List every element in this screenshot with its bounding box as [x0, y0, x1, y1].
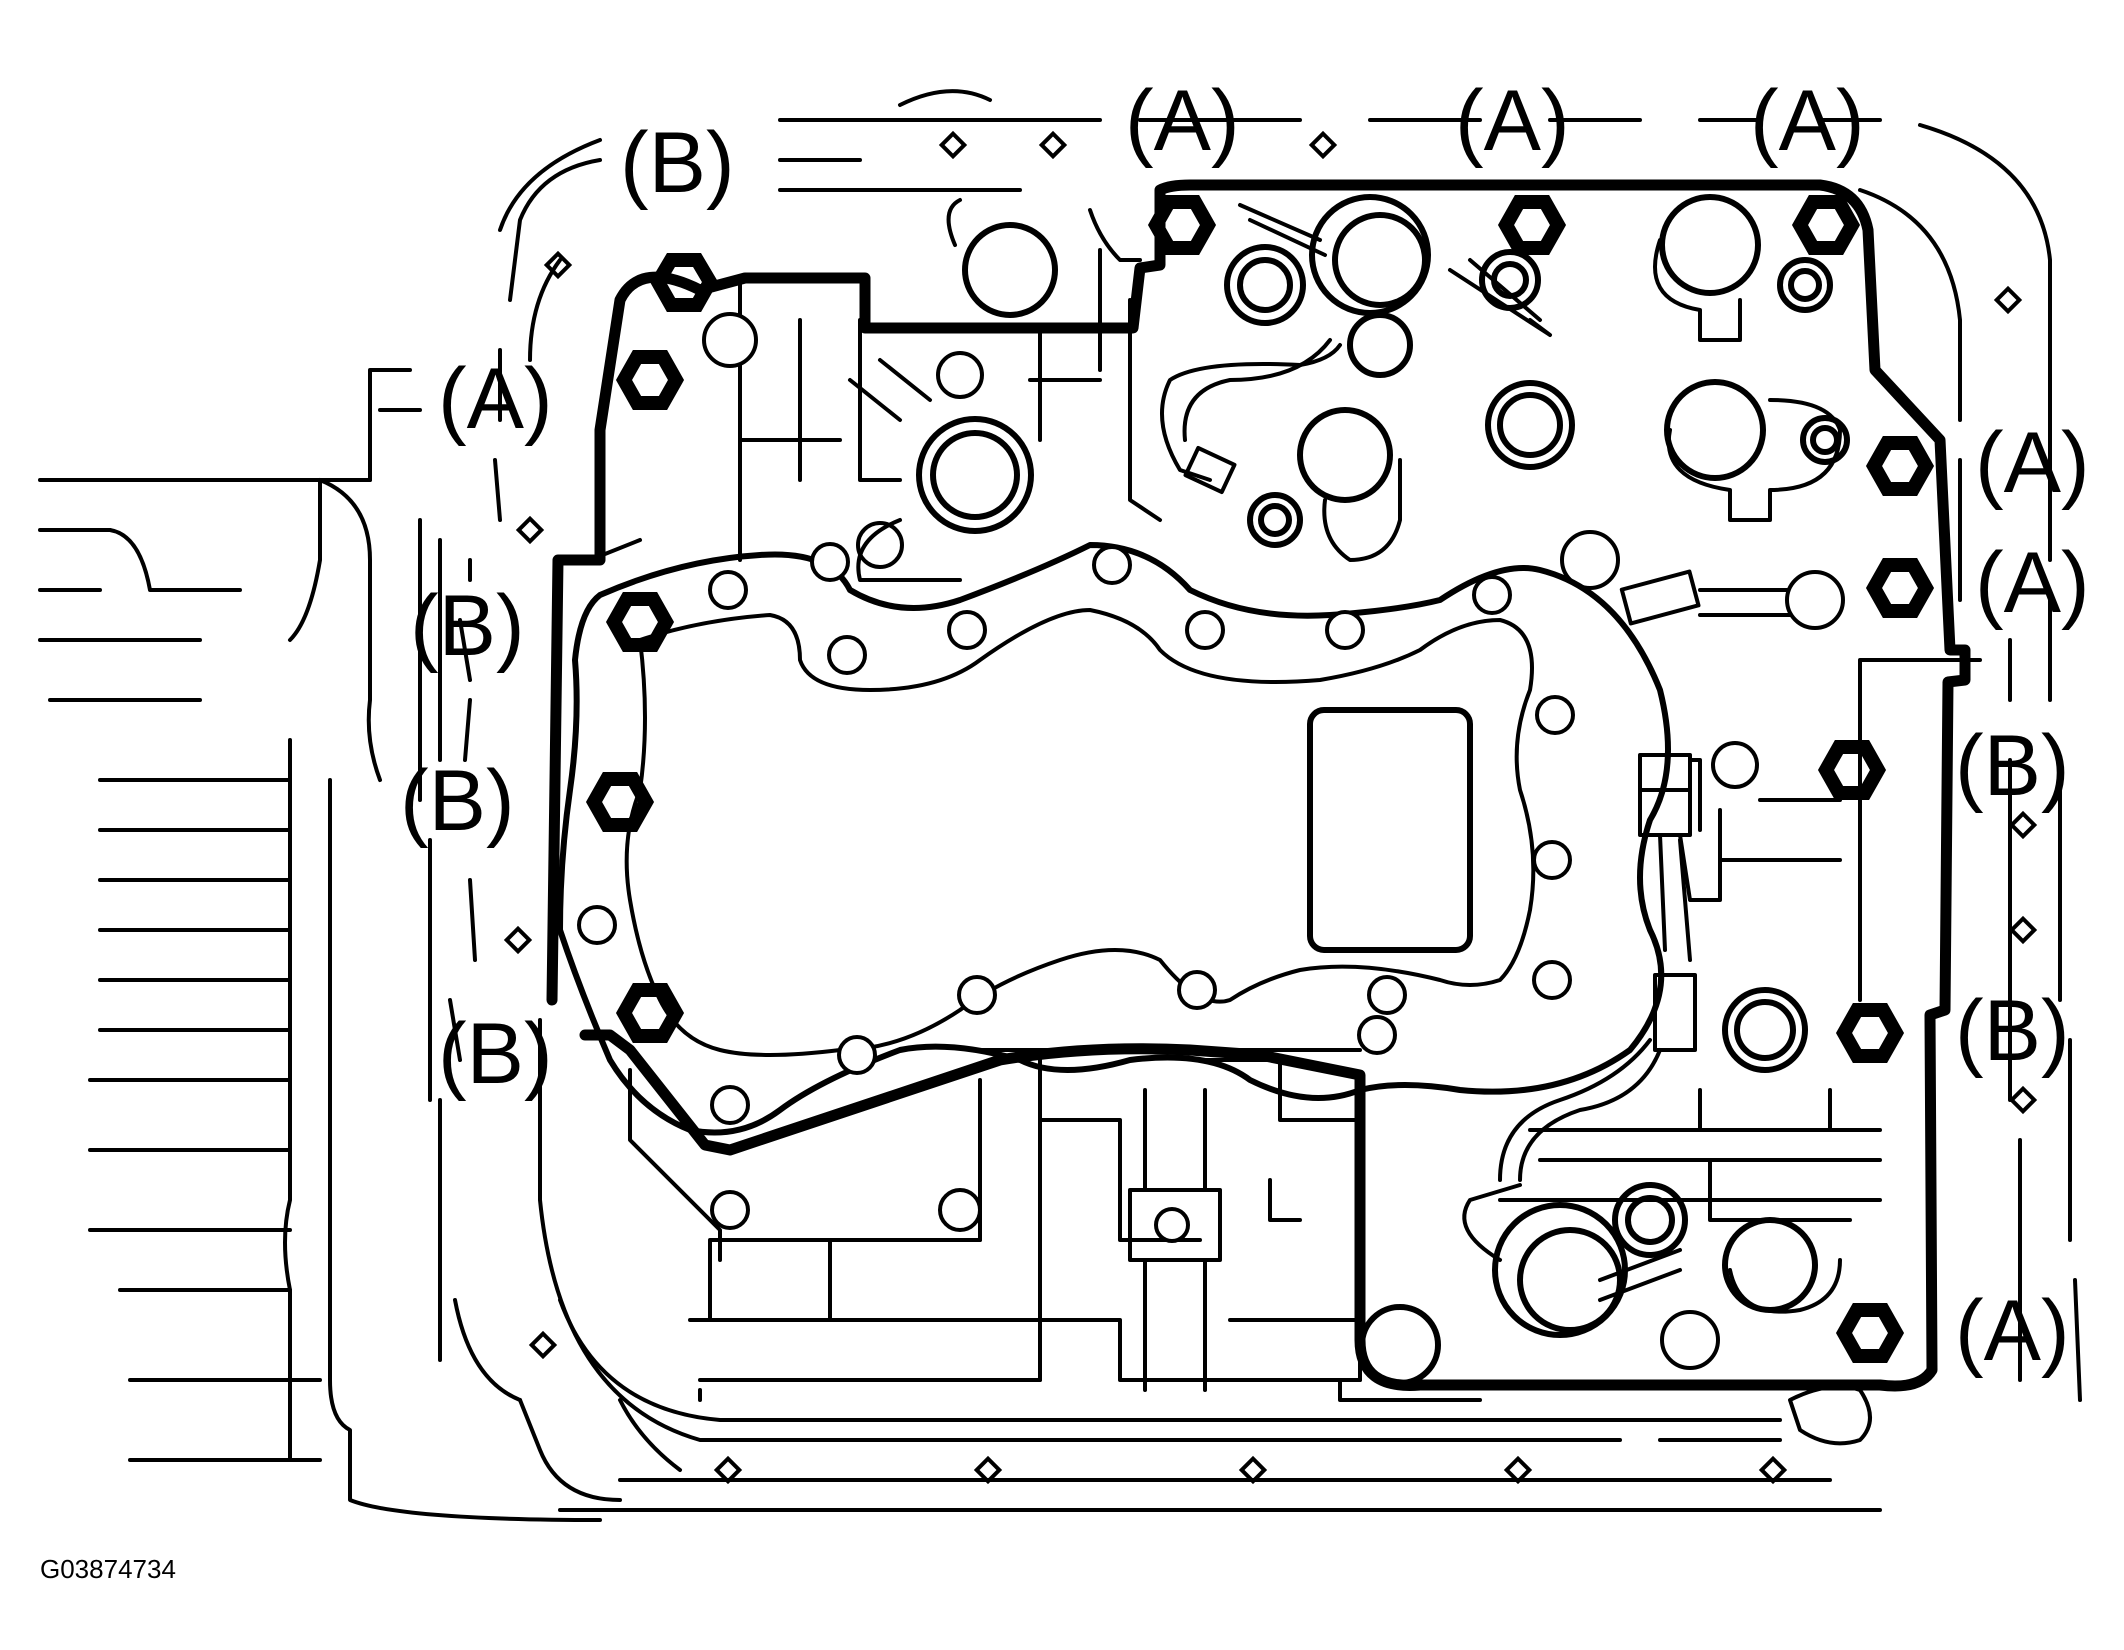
- label-b-left-1: (B): [410, 578, 525, 674]
- label-a-top-1: (A): [1125, 73, 1240, 169]
- callout-labels: (A) (A) (A) (B) (A) (A) (A) (B) (B) (B) …: [400, 73, 2090, 1379]
- label-b-top-left: (B): [620, 115, 735, 211]
- bolt-b-top-left: [649, 253, 719, 312]
- label-a-left: (A): [438, 351, 553, 447]
- bolt-b-right-1: [1817, 740, 1887, 800]
- bolt-a-bottom-right: [1835, 1303, 1905, 1363]
- label-b-right-1: (B): [1955, 718, 2070, 814]
- bolt-b-left-mid-2: [585, 772, 655, 832]
- label-a-right-2: (A): [1975, 535, 2090, 631]
- label-b-right-2: (B): [1955, 983, 2070, 1079]
- label-a-top-3: (A): [1750, 73, 1865, 169]
- label-b-left-3: (B): [438, 1006, 553, 1102]
- transmission-housing: [38, 368, 622, 1522]
- bolt-b-left-upper: [615, 350, 685, 410]
- bolt-a-right-1: [1865, 436, 1935, 496]
- bolt-b-left-low: [615, 983, 685, 1043]
- figure-id: G03874734: [40, 1554, 176, 1584]
- lower-solenoid-boss: [1359, 1304, 1441, 1386]
- bolt-a-right-2: [1865, 558, 1935, 618]
- label-a-bottom-right: (A): [1955, 1283, 2070, 1379]
- bolt-a-top-1: [1147, 195, 1217, 255]
- label-b-left-2: (B): [400, 753, 515, 849]
- valve-body-outline: [546, 179, 1971, 1392]
- bolt-a-top-3: [1791, 195, 1861, 255]
- label-a-top-2: (A): [1455, 73, 1570, 169]
- oil-pan-outline: [493, 89, 2082, 1512]
- alignment-markers: [503, 130, 2038, 1485]
- bolts: [585, 195, 1935, 1363]
- bolt-b-left-mid-1: [605, 592, 675, 652]
- valve-body-internals: [588, 194, 1982, 1402]
- label-a-right-1: (A): [1975, 415, 2090, 511]
- separator-gasket: [557, 542, 1671, 1136]
- bolt-a-top-2: [1497, 195, 1567, 255]
- bolt-b-right-2: [1835, 1003, 1905, 1063]
